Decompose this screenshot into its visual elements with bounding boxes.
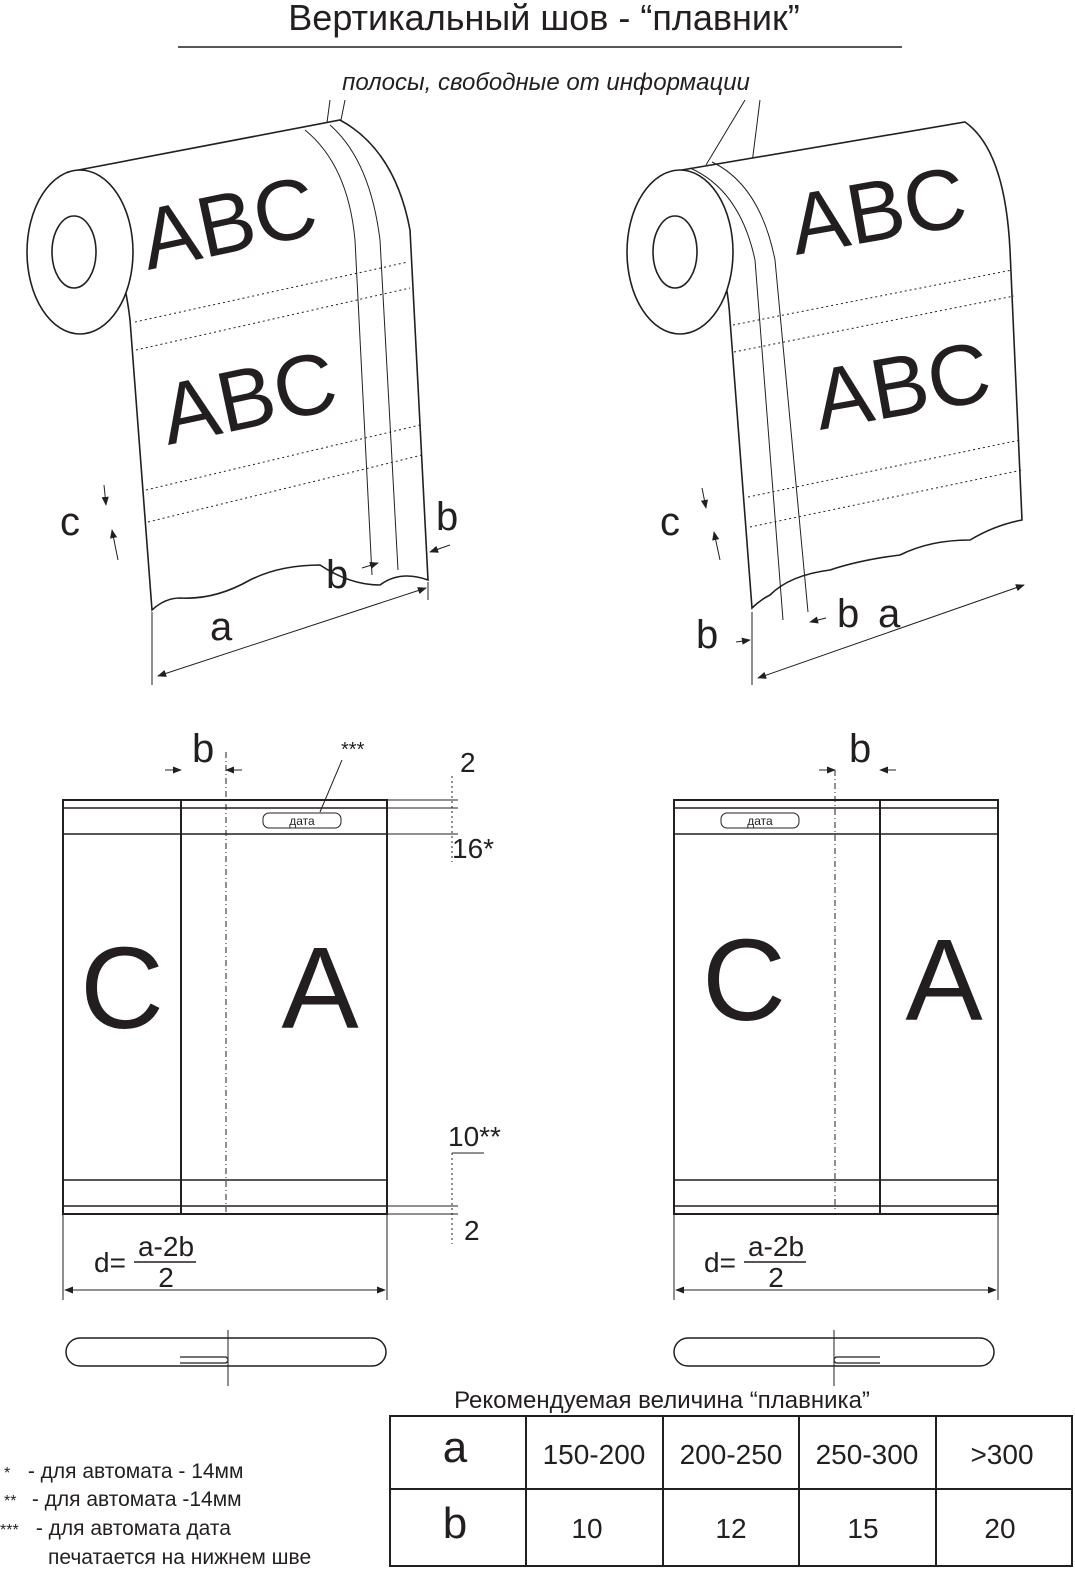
flat-right: дата b C A d= a-2b 2 xyxy=(673,727,999,1386)
letter-a-left: A xyxy=(281,923,359,1053)
formula-den-right: 2 xyxy=(768,1262,784,1293)
dim-b-left-bottom: b xyxy=(326,553,348,597)
table-caption: Рекомендуемая величина “плавника” xyxy=(454,1387,870,1414)
roll-left-web xyxy=(66,119,429,612)
strip-note: полосы, свободные от информации xyxy=(342,69,750,96)
date-box-right xyxy=(720,812,800,829)
roll-left-core xyxy=(51,215,97,289)
formula-num-left: a-2b xyxy=(138,1231,194,1262)
formula-num-right: a-2b xyxy=(748,1231,804,1262)
roll-right: ABC ABC c b b a xyxy=(626,121,1025,685)
roll-right-core xyxy=(652,215,698,289)
letter-a-right: A xyxy=(905,915,983,1045)
footnote-4: печатается на нижнем шве xyxy=(48,1546,311,1569)
table-cell-a: 250-300 xyxy=(816,1439,919,1470)
dim-b-right-2: b xyxy=(837,592,859,636)
stars-3-label: *** xyxy=(341,739,365,761)
dim-10: 10** xyxy=(448,1121,501,1152)
recommendation-table: Рекомендуемая величина “плавника” a b 15… xyxy=(389,1387,1073,1567)
letter-c-right: C xyxy=(702,915,786,1045)
page-title: Вертикальный шов - “плавник” xyxy=(288,0,799,38)
dim-2-top: 2 xyxy=(460,747,476,778)
date-box-left xyxy=(262,812,342,829)
dim-b-left-edge: b xyxy=(436,495,458,539)
table-cell-b: 10 xyxy=(571,1513,602,1544)
date-label-left: дата xyxy=(289,814,315,828)
footnote-2: ** - для автомата -14мм xyxy=(4,1488,242,1511)
table-cell-a: 150-200 xyxy=(543,1439,646,1470)
table-row-a-label: a xyxy=(443,1423,468,1472)
footnotes: * - для автомата - 14мм ** - для автомат… xyxy=(0,1460,311,1569)
formula-d-left: d= xyxy=(94,1247,126,1278)
flat-left: дата *** b 2 16* 10** 2 C A d= a-2b 2 xyxy=(62,727,501,1386)
dim-2-bottom: 2 xyxy=(464,1215,480,1246)
table-cell-a: 200-250 xyxy=(680,1439,783,1470)
footnote-1: * - для автомата - 14мм xyxy=(4,1460,243,1483)
table-cell-b: 12 xyxy=(715,1513,746,1544)
roll-left: ABC ABC c b b a xyxy=(26,119,458,685)
dim-a-left: a xyxy=(210,605,233,649)
dim-b-right-1: b xyxy=(696,613,718,657)
letter-c-left: C xyxy=(80,923,164,1053)
dim-b-flat-right: b xyxy=(849,727,871,771)
roll-right-web xyxy=(668,121,1023,610)
footnote-3: *** - для автомата дата xyxy=(0,1517,231,1540)
table-row-b-label: b xyxy=(443,1499,467,1548)
table-cell-a: >300 xyxy=(970,1439,1033,1470)
dim-16: 16* xyxy=(452,833,494,864)
flat-left-frame xyxy=(62,799,388,1215)
table-cell-b: 15 xyxy=(847,1513,878,1544)
dim-b-flat-left: b xyxy=(192,727,214,771)
flat-right-frame xyxy=(673,799,999,1215)
table-cell-b: 20 xyxy=(984,1513,1015,1544)
dim-c-left: c xyxy=(60,500,80,544)
formula-den-left: 2 xyxy=(158,1262,174,1293)
section-left xyxy=(65,1337,387,1367)
date-label-right: дата xyxy=(747,814,773,828)
formula-d-right: d= xyxy=(704,1247,736,1278)
dim-c-right: c xyxy=(660,500,680,544)
